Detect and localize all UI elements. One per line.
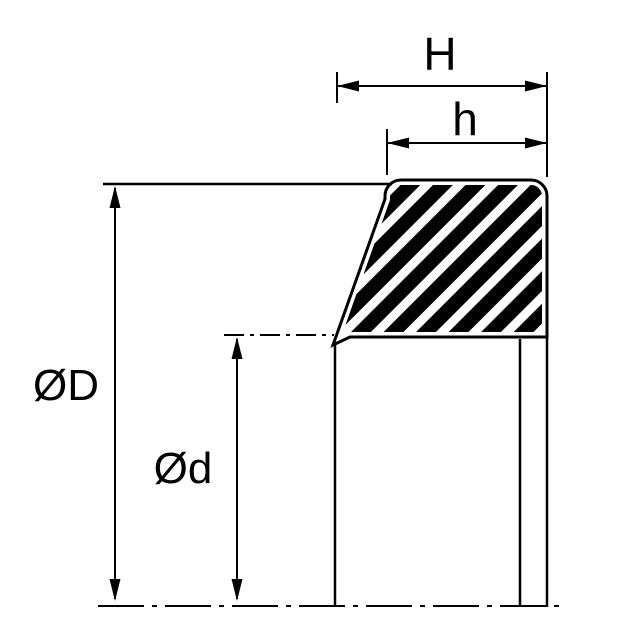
arrowhead-Od-bottom	[231, 579, 243, 601]
arrowhead-h-right	[525, 137, 547, 149]
arrowhead-H-right	[525, 80, 547, 92]
arrowhead-h-left	[387, 137, 409, 149]
arrowhead-OD-top	[109, 186, 121, 208]
arrowhead-H-left	[337, 80, 359, 92]
dimension-inner-diameter: Ød	[154, 337, 243, 601]
label-inner-diameter: Ød	[154, 444, 213, 493]
reference-lines	[98, 182, 560, 607]
label-H: H	[423, 28, 456, 80]
dimension-outer-diameter: ØD	[33, 186, 121, 601]
arrowhead-OD-bottom	[109, 579, 121, 601]
label-outer-diameter: ØD	[33, 361, 99, 410]
dimension-h: h	[386, 93, 547, 175]
arrowhead-Od-top	[231, 337, 243, 359]
seal-hatch-fill	[324, 175, 552, 355]
seal-outline	[330, 178, 549, 348]
label-h: h	[452, 93, 478, 145]
dimension-H: H	[336, 28, 548, 177]
seal-cross-section	[324, 175, 552, 355]
